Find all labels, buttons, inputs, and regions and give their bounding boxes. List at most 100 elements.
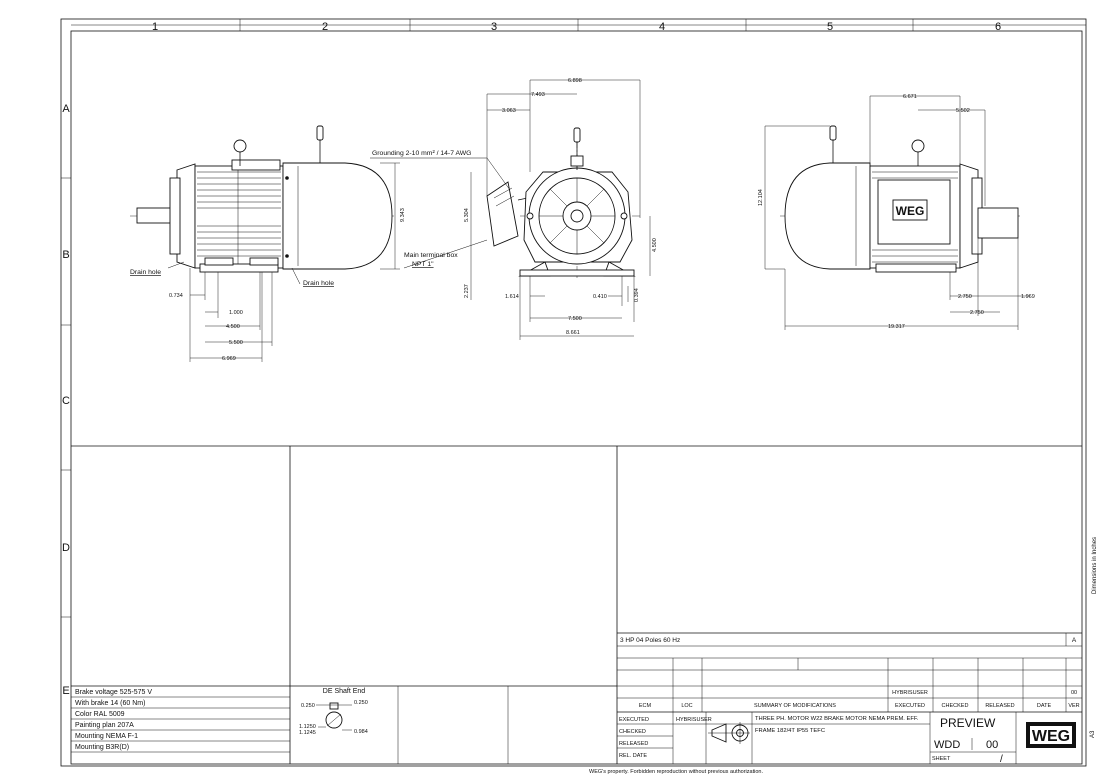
shaft-v3: 1.1250 bbox=[299, 724, 316, 730]
front-view bbox=[486, 127, 640, 280]
shaft-v4: 1.1245 bbox=[299, 730, 316, 736]
dim-side-d1: 0.734 bbox=[169, 293, 183, 299]
zone-col-6: 6 bbox=[995, 21, 1001, 33]
shaft-end bbox=[570, 209, 584, 223]
zone-row-a: A bbox=[62, 103, 70, 115]
dim-side-d2: 1.000 bbox=[229, 310, 243, 316]
paper-size: A3 bbox=[1090, 730, 1096, 738]
zone-col-3: 3 bbox=[491, 21, 497, 33]
spec-line: 3 HP 04 Poles 60 Hz bbox=[620, 637, 680, 644]
rev-number: 00 bbox=[1071, 690, 1077, 696]
dim-front-w4: 8.661 bbox=[566, 330, 580, 336]
weg-logo: WEG bbox=[1026, 722, 1076, 748]
hdr-executed: EXECUTED bbox=[895, 703, 925, 709]
hdr-ecm: ECM bbox=[639, 703, 652, 709]
zone-row-b: B bbox=[62, 249, 69, 261]
notes-table bbox=[71, 685, 290, 753]
dim-rear-length: 19.317 bbox=[888, 324, 905, 330]
title-block-grid bbox=[617, 632, 1082, 764]
zone-col-5: 5 bbox=[827, 21, 833, 33]
drain-hole-label-left: Drain hole bbox=[130, 269, 161, 276]
sign-executed: EXECUTED bbox=[619, 717, 649, 723]
sign-rel-date: REL. DATE bbox=[619, 753, 647, 759]
dim-front-w1: 7.493 bbox=[531, 92, 545, 98]
shaft-v2: 0.250 bbox=[354, 700, 368, 706]
inner-border bbox=[70, 30, 1083, 765]
dim-front-foot1: 1.614 bbox=[505, 294, 519, 300]
sign-released: RELEASED bbox=[619, 741, 648, 747]
brake-lever bbox=[316, 125, 324, 141]
description-line-2: FRAME 182/4T IP55 TEFC bbox=[755, 728, 825, 734]
dim-side-d3: 4.500 bbox=[226, 324, 240, 330]
row-zones: A B C D E bbox=[61, 103, 71, 697]
weg-logo-text: WEG bbox=[1032, 728, 1070, 745]
dim-front-foot3: 0.394 bbox=[634, 288, 640, 302]
rear-view-dimensions bbox=[764, 95, 1030, 330]
rear-eyebolt-icon bbox=[911, 139, 925, 153]
dim-side-d5: 6.969 bbox=[222, 356, 236, 362]
zone-row-e: E bbox=[62, 685, 69, 697]
note-2: With brake 14 (60 Nm) bbox=[75, 700, 145, 707]
brake-housing bbox=[282, 162, 393, 270]
front-view-dimensions bbox=[470, 79, 651, 340]
column-zones: 1 2 3 4 5 6 bbox=[71, 19, 1086, 33]
shaft-end-title: DE Shaft End bbox=[323, 688, 366, 695]
dim-front-h3: 4.500 bbox=[652, 238, 658, 252]
dim-rear-top1: 6.671 bbox=[903, 94, 917, 100]
sheet-label: SHEET bbox=[932, 756, 951, 762]
dim-front-h1: 5.304 bbox=[464, 208, 470, 222]
sign-checked: CHECKED bbox=[619, 729, 646, 735]
outer-border bbox=[60, 18, 1087, 767]
executed-by: HYBRISUSER bbox=[676, 717, 712, 723]
zone-col-1: 1 bbox=[152, 21, 158, 33]
rear-view: WEG bbox=[780, 125, 1020, 273]
units-note: Dimensions in Inches bbox=[1092, 537, 1098, 594]
zone-row-d: D bbox=[62, 542, 70, 554]
shaft-v1: 0.250 bbox=[301, 703, 315, 709]
shaft-v5: 0.984 bbox=[354, 729, 368, 735]
grounding-label: Grounding 2-10 mm² / 14-7 AWG bbox=[372, 150, 471, 157]
dim-front-w2: 3.063 bbox=[502, 108, 516, 114]
dim-rear-top2: 5.502 bbox=[956, 108, 970, 114]
note-5: Mounting NEMA F-1 bbox=[75, 733, 138, 740]
lever-front bbox=[573, 127, 581, 143]
dim-front-foot2: 0.410 bbox=[593, 294, 607, 300]
hdr-ver: VER bbox=[1068, 703, 1079, 709]
terminal-box-label: Main terminal box bbox=[404, 252, 458, 259]
dim-rear-h: 12.104 bbox=[758, 189, 764, 206]
shaft-end-detail bbox=[290, 685, 617, 764]
eyebolt-icon bbox=[233, 139, 247, 153]
rear-brake-housing bbox=[784, 162, 871, 270]
hdr-checked: CHECKED bbox=[942, 703, 969, 709]
zone-col-4: 4 bbox=[659, 21, 665, 33]
sheet-value: / bbox=[1000, 754, 1003, 765]
rev-executed-by: HYBRISUSER bbox=[892, 690, 928, 696]
hdr-loc: LOC bbox=[681, 703, 692, 709]
rear-shaft bbox=[977, 207, 1019, 239]
side-view-dimensions bbox=[189, 162, 400, 362]
zone-row-c: C bbox=[62, 395, 70, 407]
dim-front-h2: 2.237 bbox=[464, 284, 470, 298]
note-4: Painting plan 207A bbox=[75, 722, 134, 729]
dim-rear-r1: 2.750 bbox=[958, 294, 972, 300]
rev-letter: A bbox=[1072, 637, 1077, 644]
projection-symbol-icon bbox=[708, 722, 750, 744]
status-preview: PREVIEW bbox=[940, 716, 996, 730]
description-line-1: THREE PH. MOTOR W22 BRAKE MOTOR NEMA PRE… bbox=[755, 716, 919, 722]
terminal-box-thread: NPT 1" bbox=[412, 261, 434, 268]
footer-note: WEG's property. Forbidden reproduction w… bbox=[589, 769, 763, 775]
dim-side-d4: 5.500 bbox=[229, 340, 243, 346]
doc-rev: 00 bbox=[986, 739, 998, 751]
hdr-summary: SUMMARY OF MODIFICATIONS bbox=[754, 703, 836, 709]
hdr-date: DATE bbox=[1037, 703, 1052, 709]
dim-rear-r3: 2.750 bbox=[970, 310, 984, 316]
note-6: Mounting B3R(D) bbox=[75, 744, 129, 751]
dim-rear-r2: 1.969 bbox=[1021, 294, 1035, 300]
motor-frame bbox=[194, 165, 284, 269]
drain-hole-label-right: Drain hole bbox=[303, 280, 334, 287]
note-1: Brake voltage 525-575 V bbox=[75, 689, 152, 696]
terminal-box bbox=[486, 181, 519, 247]
dim-front-top: 6.898 bbox=[568, 78, 582, 84]
side-view bbox=[130, 125, 395, 285]
